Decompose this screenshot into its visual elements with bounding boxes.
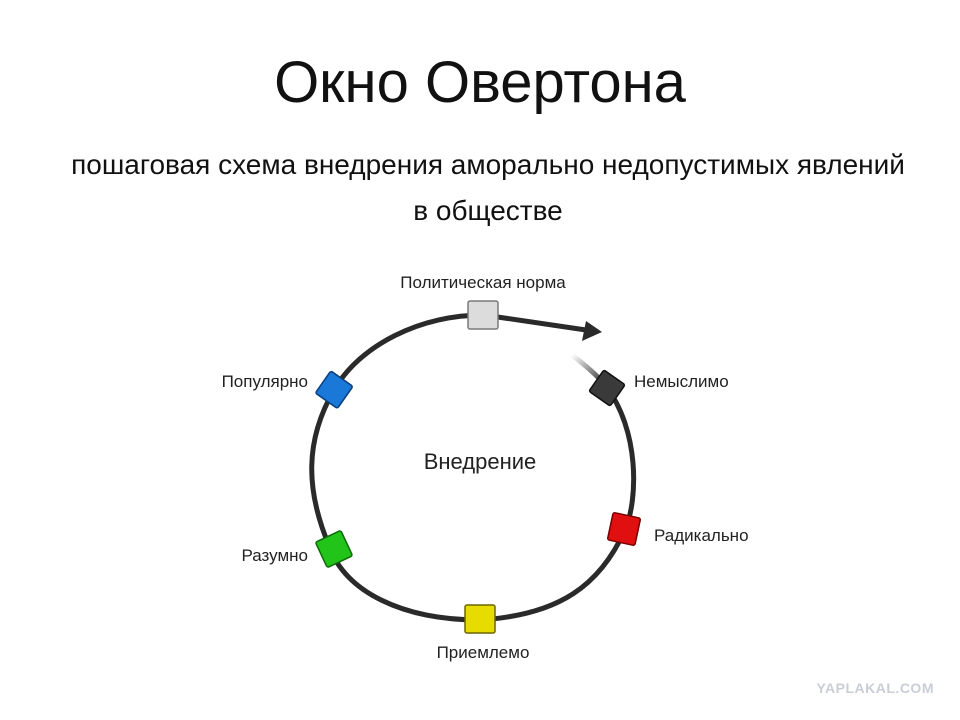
- stage-label-popular: Популярно: [222, 372, 308, 391]
- page-title: Окно Овертона: [274, 50, 686, 115]
- stage-marker-popular: [315, 370, 353, 409]
- page-subtitle: пошаговая схема внедрения аморально недо…: [71, 149, 905, 226]
- stage-marker-sensible: [315, 530, 353, 568]
- stage-marker-radical: [607, 512, 641, 546]
- stage-label-unthinkable: Немыслимо: [634, 372, 729, 391]
- stage-marker-acceptable: [464, 604, 496, 634]
- stage-label-radical: Радикально: [654, 526, 749, 545]
- stage-marker-policy: [467, 300, 499, 330]
- stage-label-policy: Политическая норма: [400, 273, 566, 292]
- stage-label-acceptable: Приемлемо: [437, 643, 530, 662]
- watermark: YAPLAKAL.COM: [816, 680, 934, 696]
- arrow-head-icon: [582, 321, 602, 341]
- stage-marker-unthinkable: [588, 369, 626, 407]
- center-label: Внедрение: [424, 449, 537, 474]
- stage-label-sensible: Разумно: [242, 546, 308, 565]
